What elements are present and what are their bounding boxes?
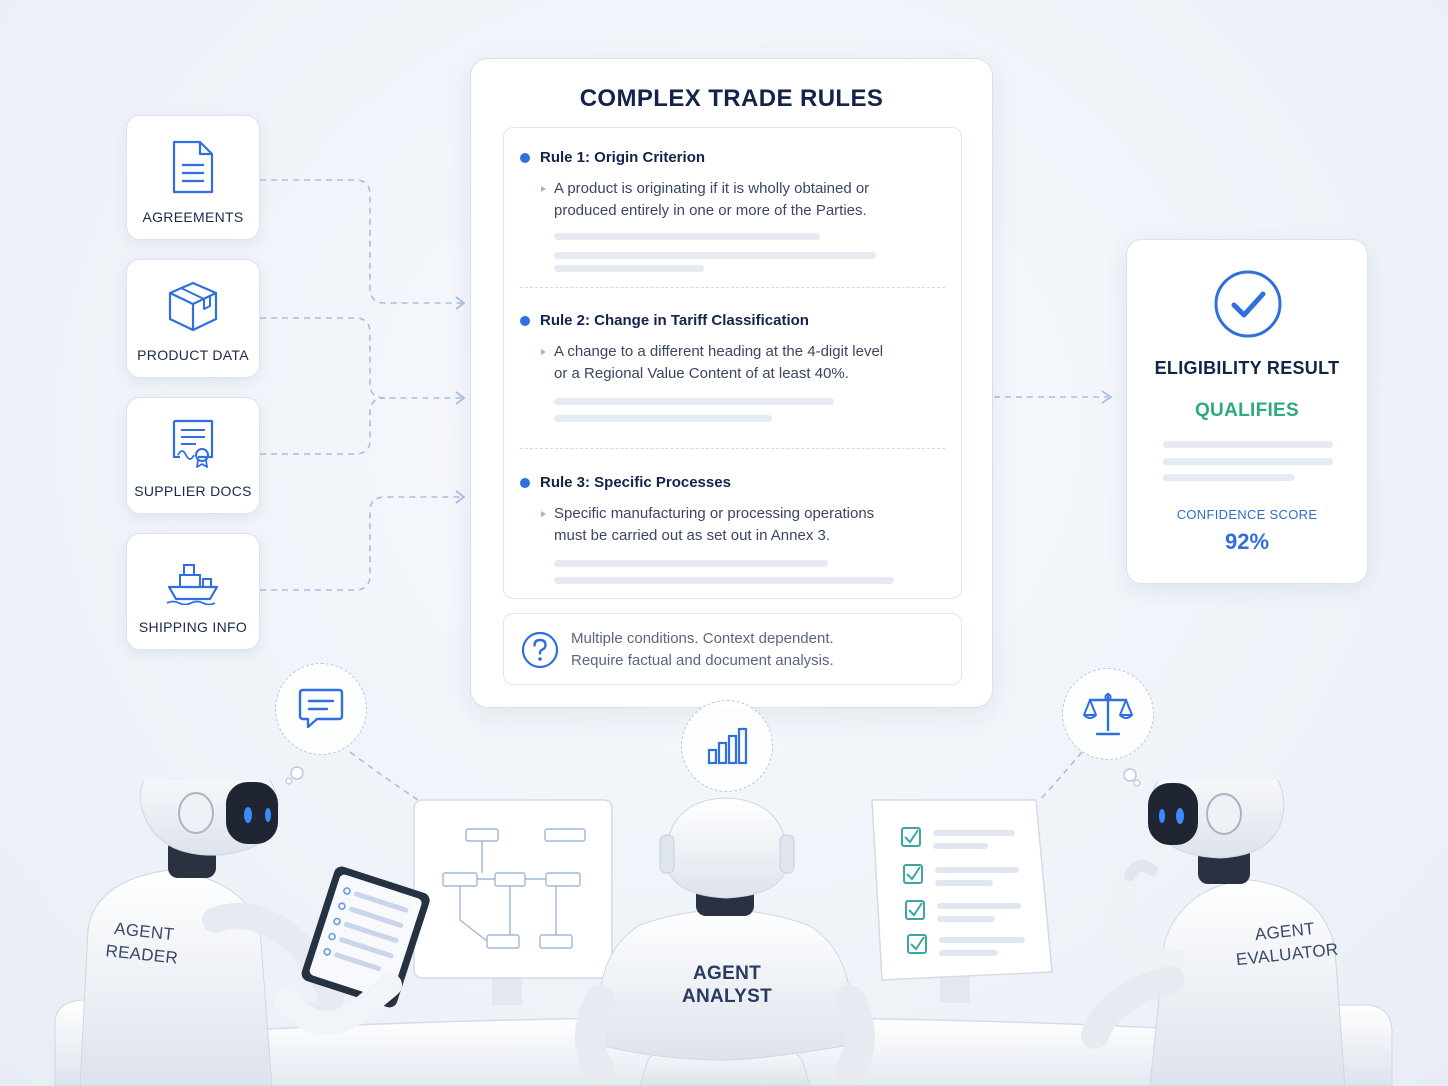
rule-description-line: Specific manufacturing or processing ope… <box>554 505 875 522</box>
rule-description-line: or a Regional Value Content of at least … <box>554 365 849 382</box>
bar-chart-icon <box>707 727 748 765</box>
rule-title: Rule 1: Origin Criterion <box>520 148 945 168</box>
placeholder-line <box>1163 474 1295 481</box>
agent-reader-label: AGENT READER <box>96 915 190 970</box>
reader-thought-bubble <box>275 663 367 755</box>
rule-item[interactable]: Rule 1: Origin Criterion A product is or… <box>520 148 945 222</box>
rule-item[interactable]: Rule 2: Change in Tariff Classification … <box>520 311 945 385</box>
chat-icon <box>298 688 344 729</box>
agent-label-line: AGENT <box>1253 918 1316 945</box>
analysis-note-text: Multiple conditions. Context dependent. … <box>571 628 834 672</box>
agent-label-line: AGENT <box>113 918 176 945</box>
rule-description-line: produced entirely in one or more of the … <box>554 202 867 219</box>
process-diagram-monitor <box>413 799 613 1005</box>
question-icon <box>521 631 559 669</box>
input-label: SHIPPING INFO <box>138 619 248 635</box>
input-label: SUPPLIER DOCS <box>134 483 252 499</box>
placeholder-line <box>554 577 894 584</box>
certificate-icon <box>172 419 214 468</box>
input-card-shipping-info[interactable]: SHIPPING INFO <box>126 533 260 650</box>
rule-title: Rule 2: Change in Tariff Classification <box>520 311 945 331</box>
agent-analyst-label: AGENT ANALYST <box>660 962 794 1008</box>
agent-analyst-robot <box>575 797 875 1086</box>
checkmark-icon <box>1214 270 1282 338</box>
placeholder-line <box>554 415 772 422</box>
package-icon <box>168 281 218 332</box>
rule-title: Rule 3: Specific Processes <box>520 473 945 493</box>
agent-label-line: ANALYST <box>681 986 773 1007</box>
result-status: QUALIFIES <box>1194 400 1300 421</box>
rule-description: Specific manufacturing or processing ope… <box>520 503 945 547</box>
note-line: Multiple conditions. Context dependent. <box>571 630 834 647</box>
placeholder-line <box>554 560 828 567</box>
agent-evaluator-robot <box>1081 780 1393 1086</box>
input-card-supplier-docs[interactable]: SUPPLIER DOCS <box>126 397 260 514</box>
agent-label-line: AGENT <box>693 963 761 984</box>
rule-description: A change to a different heading at the 4… <box>520 341 945 385</box>
evaluator-thought-bubble <box>1062 668 1154 760</box>
rule-description-line: A change to a different heading at the 4… <box>554 343 884 360</box>
analyst-thought-bubble <box>681 700 773 792</box>
rules-panel-title: COMPLEX TRADE RULES <box>579 85 884 112</box>
confidence-score-value: 92% <box>1224 529 1270 554</box>
placeholder-line <box>1163 458 1333 465</box>
analysis-note: Multiple conditions. Context dependent. … <box>503 613 962 685</box>
rules-panel: COMPLEX TRADE RULES Rule 1: Origin Crite… <box>470 58 993 708</box>
input-label: AGREEMENTS <box>142 209 244 225</box>
confidence-score-label: CONFIDENCE SCORE <box>1176 507 1318 522</box>
rule-divider <box>520 287 945 288</box>
rule-item[interactable]: Rule 3: Specific Processes Specific manu… <box>520 473 945 547</box>
rule-description: A product is originating if it is wholly… <box>520 178 945 222</box>
rule-description-line: A product is originating if it is wholly… <box>554 180 870 197</box>
checklist-monitor <box>871 799 1053 1003</box>
rule-divider <box>520 448 945 449</box>
placeholder-line <box>554 233 820 240</box>
agent-reader-robot <box>54 780 430 1086</box>
eligibility-result-card[interactable]: ELIGIBILITY RESULT QUALIFIES CONFIDENCE … <box>1126 239 1368 584</box>
placeholder-line <box>554 398 834 405</box>
rules-list: Rule 1: Origin Criterion A product is or… <box>503 127 962 599</box>
input-card-product-data[interactable]: PRODUCT DATA <box>126 259 260 378</box>
input-label: PRODUCT DATA <box>137 347 249 363</box>
placeholder-line <box>1163 441 1333 448</box>
placeholder-line <box>554 265 704 272</box>
note-line: Require factual and document analysis. <box>571 652 834 669</box>
input-card-agreements[interactable]: AGREEMENTS <box>126 115 260 240</box>
scales-icon <box>1083 692 1133 736</box>
document-icon <box>172 140 214 194</box>
rule-description-line: must be carried out as set out in Annex … <box>554 527 830 544</box>
ship-icon <box>166 564 219 605</box>
agents-scene <box>54 780 1393 1086</box>
result-title: ELIGIBILITY RESULT <box>1154 358 1340 378</box>
placeholder-line <box>554 252 876 259</box>
